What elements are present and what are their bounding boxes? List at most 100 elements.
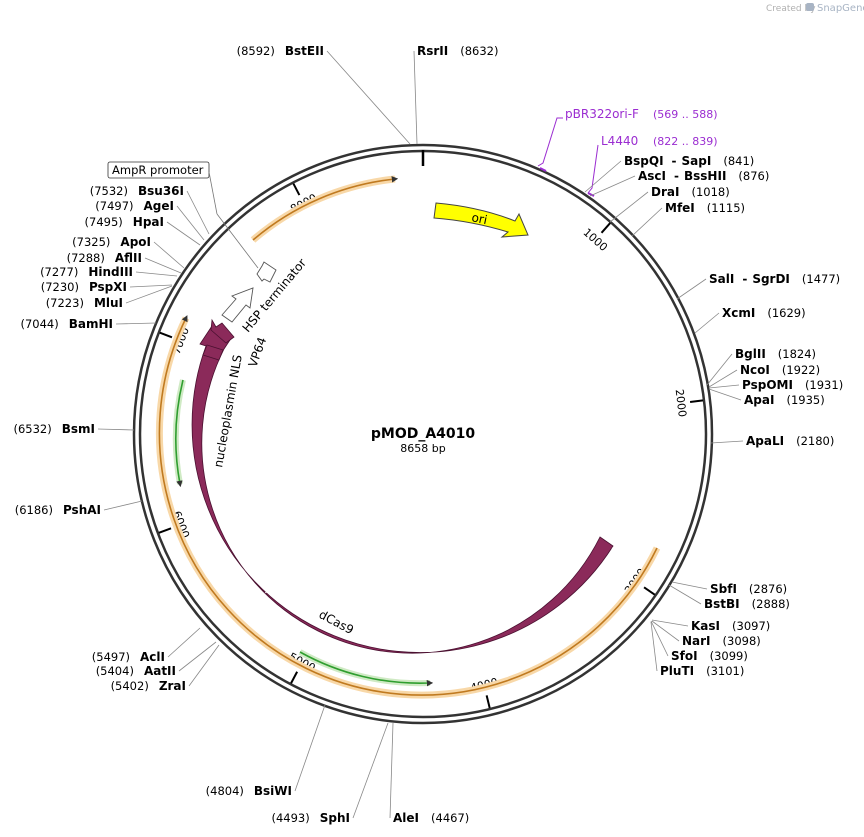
primer-pbr322ori-f-range: (569 .. 588) <box>653 108 718 121</box>
bp-tick <box>689 399 704 403</box>
site-label: SalI-SgrDI(1477) <box>709 272 840 286</box>
site-name: ApoI <box>120 235 151 249</box>
restriction-site[interactable]: (6532) BsmI <box>13 422 135 436</box>
restriction-site[interactable]: SalI-SgrDI(1477) <box>676 272 840 300</box>
restriction-site[interactable]: AleI(4467) <box>389 722 469 825</box>
restriction-site[interactable]: PspOMI(1931) <box>708 378 843 392</box>
green-arc-bottom <box>299 651 434 687</box>
restriction-site[interactable]: PluTI(3101) <box>650 621 744 678</box>
site-position: (7223) <box>46 296 84 310</box>
site-leader-line <box>135 271 178 277</box>
site-leader-line <box>97 428 135 431</box>
restriction-site[interactable]: (7223)MluI <box>46 285 173 310</box>
nls-label: nucleoplasmin NLS <box>211 354 245 469</box>
restriction-site[interactable]: SfoI(3099) <box>650 620 748 663</box>
restriction-site[interactable]: (7325)ApoI <box>72 235 185 269</box>
restriction-site[interactable]: XcmI(1629) <box>694 306 806 334</box>
restriction-site[interactable]: SbfI(2876) <box>671 581 787 596</box>
primer-l4440[interactable]: L4440 (822 .. 839) <box>587 134 718 197</box>
restriction-site[interactable]: (5404)AatII <box>96 641 217 678</box>
site-label: (6532) BsmI <box>13 422 95 436</box>
ampr-promoter-leader <box>208 171 218 215</box>
hsp-terminator-feature[interactable] <box>221 287 254 323</box>
site-name: HpaI <box>133 215 164 229</box>
plasmid-name: pMOD_A4010 <box>371 426 476 442</box>
site-leader-line <box>294 704 326 792</box>
site-label: (7277)HindIII <box>40 265 133 279</box>
site-label: BspQI-SapI(841) <box>624 154 754 168</box>
site-label: (7325)ApoI <box>72 235 151 249</box>
primer-pbr322ori-f[interactable]: pBR322ori-F (569 .. 588) <box>537 107 718 172</box>
restriction-site[interactable]: BstBI(2888) <box>668 584 790 611</box>
site-name: AleI <box>393 811 419 825</box>
site-position: (1935) <box>786 393 824 407</box>
restriction-site[interactable]: NcoI(1922) <box>708 363 820 388</box>
site-name: BspQI <box>624 154 664 168</box>
restriction-site[interactable]: KasI(3097) <box>651 619 770 633</box>
site-label: (5497)AclI <box>92 650 165 664</box>
restriction-site[interactable]: NarI (3098) <box>651 620 761 648</box>
restriction-site[interactable]: (7230)PspXI <box>41 280 173 294</box>
site-position: (6532) <box>13 422 51 436</box>
site-leader-line <box>650 621 658 672</box>
site-position: (7277) <box>40 265 78 279</box>
site-position: (1922) <box>782 363 820 377</box>
nls-feature[interactable] <box>202 344 224 361</box>
restriction-site[interactable]: RsrII(8632) <box>413 44 498 145</box>
site-leader-line <box>706 353 733 386</box>
restriction-site[interactable]: DraI(1018) <box>609 185 730 223</box>
restriction-site[interactable]: BspQI-SapI(841) <box>584 154 754 193</box>
restriction-site[interactable]: (7288)AflII <box>67 251 182 274</box>
restriction-site[interactable]: (7532)Bsu36I <box>90 184 210 235</box>
site-leader-line <box>650 620 669 657</box>
site-name: ApaI <box>744 393 774 407</box>
site-position: (4804) <box>206 784 244 798</box>
vp64-feature[interactable] <box>210 318 235 344</box>
restriction-site[interactable]: (7277)HindIII <box>40 265 178 279</box>
ampr-promoter-box <box>107 161 210 179</box>
restriction-site[interactable]: ApaI (1935) <box>708 388 825 407</box>
rna-arc-top <box>252 176 399 241</box>
site-name: BsmI <box>62 422 95 436</box>
site-label: (4493) SphI <box>272 811 351 825</box>
site-leader-line <box>144 257 182 274</box>
restriction-site[interactable]: ApaLI(2180) <box>710 434 834 448</box>
restriction-site[interactable]: MfeI(1115) <box>631 201 745 237</box>
restriction-site[interactable]: (8592)BstEII <box>237 44 411 145</box>
site-name: AclI <box>140 650 165 664</box>
site-label: (7223)MluI <box>46 296 123 310</box>
ampr-promoter-label: AmpR promoter <box>112 163 204 177</box>
site-label: BglII(1824) <box>735 347 816 361</box>
site-position: (6186) <box>15 503 53 517</box>
restriction-site[interactable]: (5497)AclI <box>92 627 201 664</box>
site-name: BstBI <box>704 597 740 611</box>
site-position: (4493) <box>272 811 310 825</box>
site-leader-line <box>166 221 201 246</box>
restriction-site[interactable]: (7495)HpaI <box>85 215 201 246</box>
site-leader-line <box>125 285 173 304</box>
restriction-site[interactable]: (7044)BamHI <box>20 317 157 331</box>
restriction-site[interactable]: (4804)BsiWI <box>206 704 326 798</box>
restriction-site[interactable]: (6186)PshAI <box>15 500 143 517</box>
site-separator: - <box>742 272 747 286</box>
site-label: PspOMI(1931) <box>742 378 843 392</box>
site-name: AatII <box>144 664 176 678</box>
plasmid-length: 8658 bp <box>400 442 445 455</box>
site-name: RsrII <box>417 44 448 58</box>
restriction-site[interactable]: (7497)AgeI <box>95 199 205 241</box>
ori-feature[interactable] <box>433 202 529 238</box>
restriction-site[interactable]: AscI-BssHII(876) <box>589 169 769 197</box>
site-name: NarI <box>682 634 711 648</box>
small-feature-arrow[interactable] <box>256 261 277 283</box>
vp64-label: VP64 <box>246 335 270 369</box>
site-label: (7044)BamHI <box>20 317 113 331</box>
restriction-site[interactable]: BglII(1824) <box>706 347 816 386</box>
site-name: SphI <box>320 811 350 825</box>
site-leader-line <box>651 619 689 627</box>
restriction-site[interactable]: (5402)ZraI <box>111 644 220 693</box>
site-leader-line <box>694 312 720 334</box>
site-position: (3098) <box>723 634 761 648</box>
site-position: (7230) <box>41 280 79 294</box>
restriction-site[interactable]: (4493) SphI <box>272 722 389 825</box>
